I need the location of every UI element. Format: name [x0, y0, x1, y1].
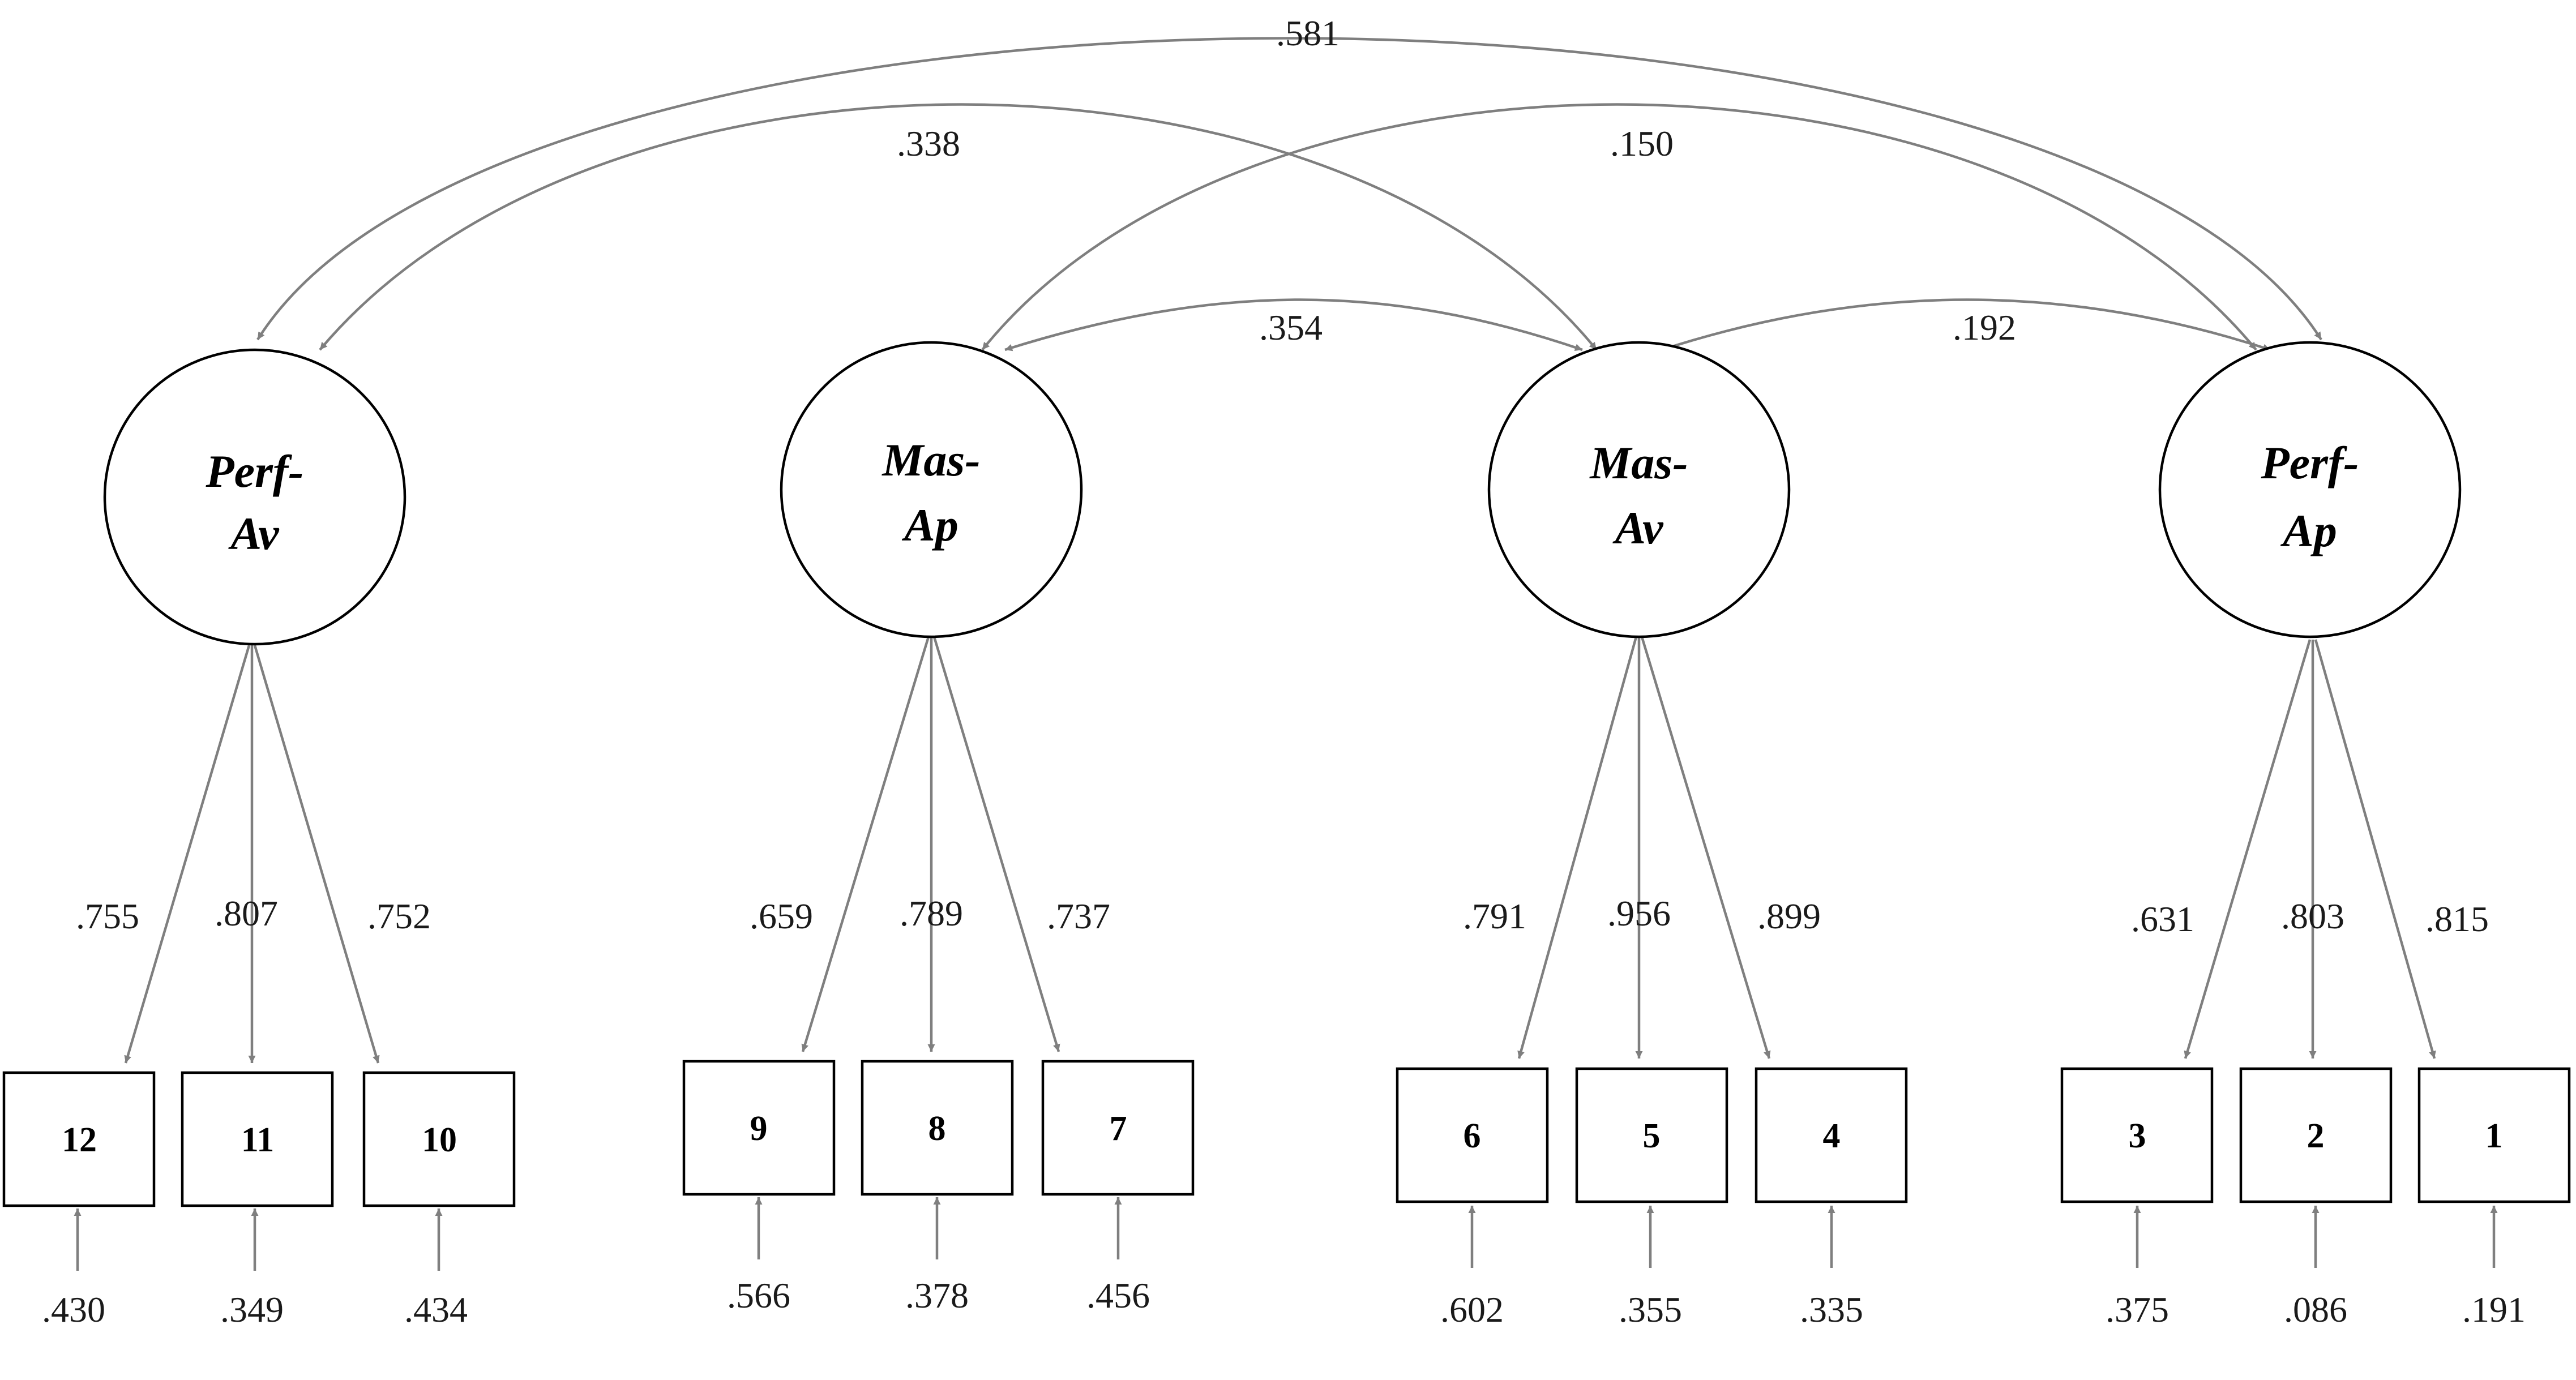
- loading-label-10: .752: [367, 896, 431, 936]
- error-label-10: .434: [404, 1289, 468, 1330]
- correlation-label-perfav-masav: .338: [897, 123, 960, 164]
- loading-arrows: [124, 636, 2436, 1064]
- indicator-label-7: 7: [1110, 1109, 1127, 1148]
- error-label-6: .602: [1440, 1289, 1504, 1330]
- indicator-box-10: [362, 1071, 516, 1207]
- error-label-4: .335: [1800, 1289, 1863, 1330]
- latent-label-perf-ap-top: Perf-: [2260, 437, 2359, 488]
- loading-arrow-3: [2184, 639, 2312, 1059]
- indicator-label-8: 8: [928, 1109, 946, 1148]
- loading-label-1: .815: [2425, 899, 2489, 939]
- indicator-label-1: 1: [2485, 1117, 2503, 1155]
- indicator-label-5: 5: [1643, 1117, 1661, 1155]
- correlation-path-masap-masav: [1004, 298, 1583, 352]
- error-label-5: .355: [1619, 1289, 1682, 1330]
- error-label-12: .430: [42, 1289, 105, 1330]
- latent-node-mas-av: [1487, 341, 1791, 638]
- loading-label-8: .789: [900, 893, 963, 933]
- indicator-box-7: [1041, 1060, 1195, 1196]
- correlation-path-perfav-perfap: [256, 37, 2322, 341]
- loading-label-12: .755: [76, 896, 139, 936]
- correlation-label-masap-perfap: .150: [1610, 123, 1674, 164]
- latent-label-mas-av-bottom: Av: [1612, 502, 1664, 554]
- loading-label-3: .631: [2131, 899, 2194, 939]
- indicator-box-4: [1755, 1067, 1908, 1203]
- loading-label-6: .791: [1463, 896, 1526, 936]
- error-label-1: .191: [2462, 1289, 2526, 1330]
- latent-label-mas-av-top: Mas-: [1589, 437, 1688, 488]
- error-label-7: .456: [1086, 1275, 1150, 1315]
- error-label-3: .375: [2106, 1289, 2169, 1330]
- indicator-label-4: 4: [1823, 1117, 1841, 1155]
- loading-arrow-10: [253, 645, 380, 1064]
- loading-arrow-9: [801, 636, 930, 1052]
- correlation-label-masap-masav: .354: [1259, 307, 1323, 348]
- error-label-2: .086: [2284, 1289, 2347, 1330]
- latent-label-perf-ap-bottom: Ap: [2280, 505, 2337, 556]
- correlation-path-masap-perfap: [981, 103, 2257, 351]
- latent-label-perf-av-top: Perf-: [205, 445, 303, 497]
- indicator-box-6: [1396, 1067, 1549, 1203]
- indicator-label-6: 6: [1464, 1117, 1481, 1155]
- latent-labels: Perf- Av Mas- Ap Mas- Av Perf- Ap: [205, 434, 2359, 559]
- indicator-label-2: 2: [2307, 1117, 2325, 1155]
- error-label-8: .378: [905, 1275, 969, 1315]
- indicator-labels: 12 11 10 9 8 7 6 5 4 3 2 1: [62, 1109, 2503, 1159]
- indicator-box-2: [2239, 1067, 2393, 1203]
- indicator-boxes: [2, 1060, 2571, 1207]
- correlation-label-perfav-perfap: .581: [1276, 13, 1340, 53]
- indicator-label-10: 10: [422, 1121, 457, 1159]
- indicator-box-8: [861, 1060, 1014, 1196]
- indicator-box-5: [1575, 1067, 1728, 1203]
- indicator-box-9: [682, 1060, 836, 1196]
- latent-label-perf-av-bottom: Av: [228, 508, 280, 559]
- latent-node-perf-av: [103, 348, 406, 646]
- loading-label-11: .807: [215, 893, 278, 933]
- latent-label-mas-ap-top: Mas-: [881, 434, 980, 486]
- loading-label-4: .899: [1757, 896, 1821, 936]
- loading-arrow-1: [2314, 639, 2436, 1059]
- loading-arrow-12: [124, 645, 251, 1064]
- loading-arrow-4: [1640, 636, 1771, 1059]
- indicator-box-11: [181, 1071, 334, 1207]
- indicator-box-1: [2417, 1067, 2571, 1203]
- indicator-label-9: 9: [750, 1109, 768, 1148]
- correlation-path-perfav-masav: [319, 103, 1598, 351]
- correlation-paths: [256, 37, 2322, 352]
- indicator-box-3: [2060, 1067, 2214, 1203]
- loading-label-7: .737: [1047, 896, 1110, 936]
- indicator-label-3: 3: [2129, 1117, 2146, 1155]
- latent-node-mas-ap: [780, 341, 1083, 638]
- loading-arrow-7: [932, 636, 1060, 1052]
- latent-node-perf-ap: [2158, 341, 2462, 638]
- latent-factors: [103, 341, 2462, 646]
- loading-label-9: .659: [750, 896, 813, 936]
- loading-label-2: .803: [2281, 896, 2344, 936]
- error-label-9: .566: [727, 1275, 790, 1315]
- loading-label-5: .956: [1607, 893, 1671, 933]
- error-labels: .430 .349 .434 .566 .378 .456 .602 .355 …: [42, 1275, 2526, 1330]
- loading-labels: .755 .807 .752 .659 .789 .737 .791 .956 …: [76, 893, 2489, 939]
- correlation-path-masav-perfap: [1661, 298, 2271, 352]
- indicator-box-12: [2, 1071, 156, 1207]
- error-label-11: .349: [220, 1289, 284, 1330]
- indicator-label-11: 11: [241, 1121, 275, 1159]
- latent-label-mas-ap-bottom: Ap: [901, 499, 958, 551]
- correlation-labels: .581 .338 .150 .354 .192: [897, 13, 2016, 348]
- error-arrows: [74, 1197, 2498, 1271]
- indicator-label-12: 12: [62, 1121, 97, 1159]
- loading-arrow-6: [1517, 636, 1638, 1059]
- correlation-label-masav-perfap: .192: [1953, 307, 2016, 348]
